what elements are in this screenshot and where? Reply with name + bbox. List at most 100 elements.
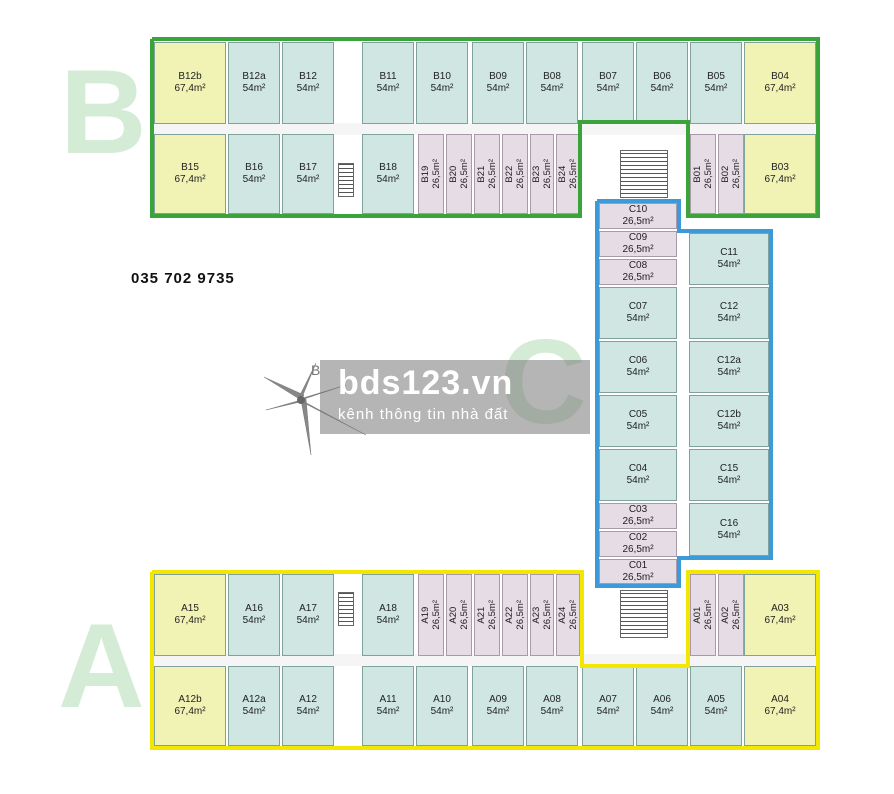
unit-id: B23 (531, 165, 542, 183)
unit-id: C03 (628, 504, 648, 515)
unit-area: 54m² (704, 706, 728, 717)
unit-area: 54m² (717, 421, 741, 432)
unit-id: C06 (628, 355, 648, 366)
unit-id: A22 (504, 606, 515, 624)
unit-id: A06 (653, 694, 671, 705)
unit-id: C15 (719, 463, 739, 474)
unit-id: A18 (379, 603, 397, 614)
unit-area: 67,4m² (174, 615, 206, 626)
unit-id: B19 (420, 165, 431, 183)
unit-id: C12a (717, 355, 741, 366)
unit-area: 54m² (626, 367, 650, 378)
unit-id: B07 (599, 71, 617, 82)
unit-area: 67,4m² (764, 83, 796, 94)
unit-id: B12b (178, 71, 202, 82)
unit-id: A01 (692, 606, 703, 624)
unit-id: C16 (719, 517, 739, 529)
unit-area: 26,5m² (515, 600, 526, 630)
unit-area: 67,4m² (174, 83, 206, 94)
unit-id: B15 (181, 162, 199, 173)
unit-area: 54m² (650, 706, 674, 717)
unit-id: A08 (543, 694, 561, 705)
unit-area: 54m² (486, 83, 510, 94)
unit-id: B17 (299, 162, 317, 173)
unit-id: B12a (242, 71, 266, 82)
unit-area: 54m² (296, 615, 320, 626)
unit-id: B22 (504, 165, 515, 183)
unit-area: 67,4m² (174, 174, 206, 185)
unit-area: 26,5m² (431, 600, 442, 630)
unit-id: B06 (653, 71, 671, 82)
unit-area: 54m² (540, 83, 564, 94)
unit-area: 26,5m² (568, 159, 579, 189)
unit-id: A17 (299, 603, 317, 614)
unit-area: 67,4m² (764, 706, 796, 717)
unit-id: C12 (719, 301, 739, 312)
